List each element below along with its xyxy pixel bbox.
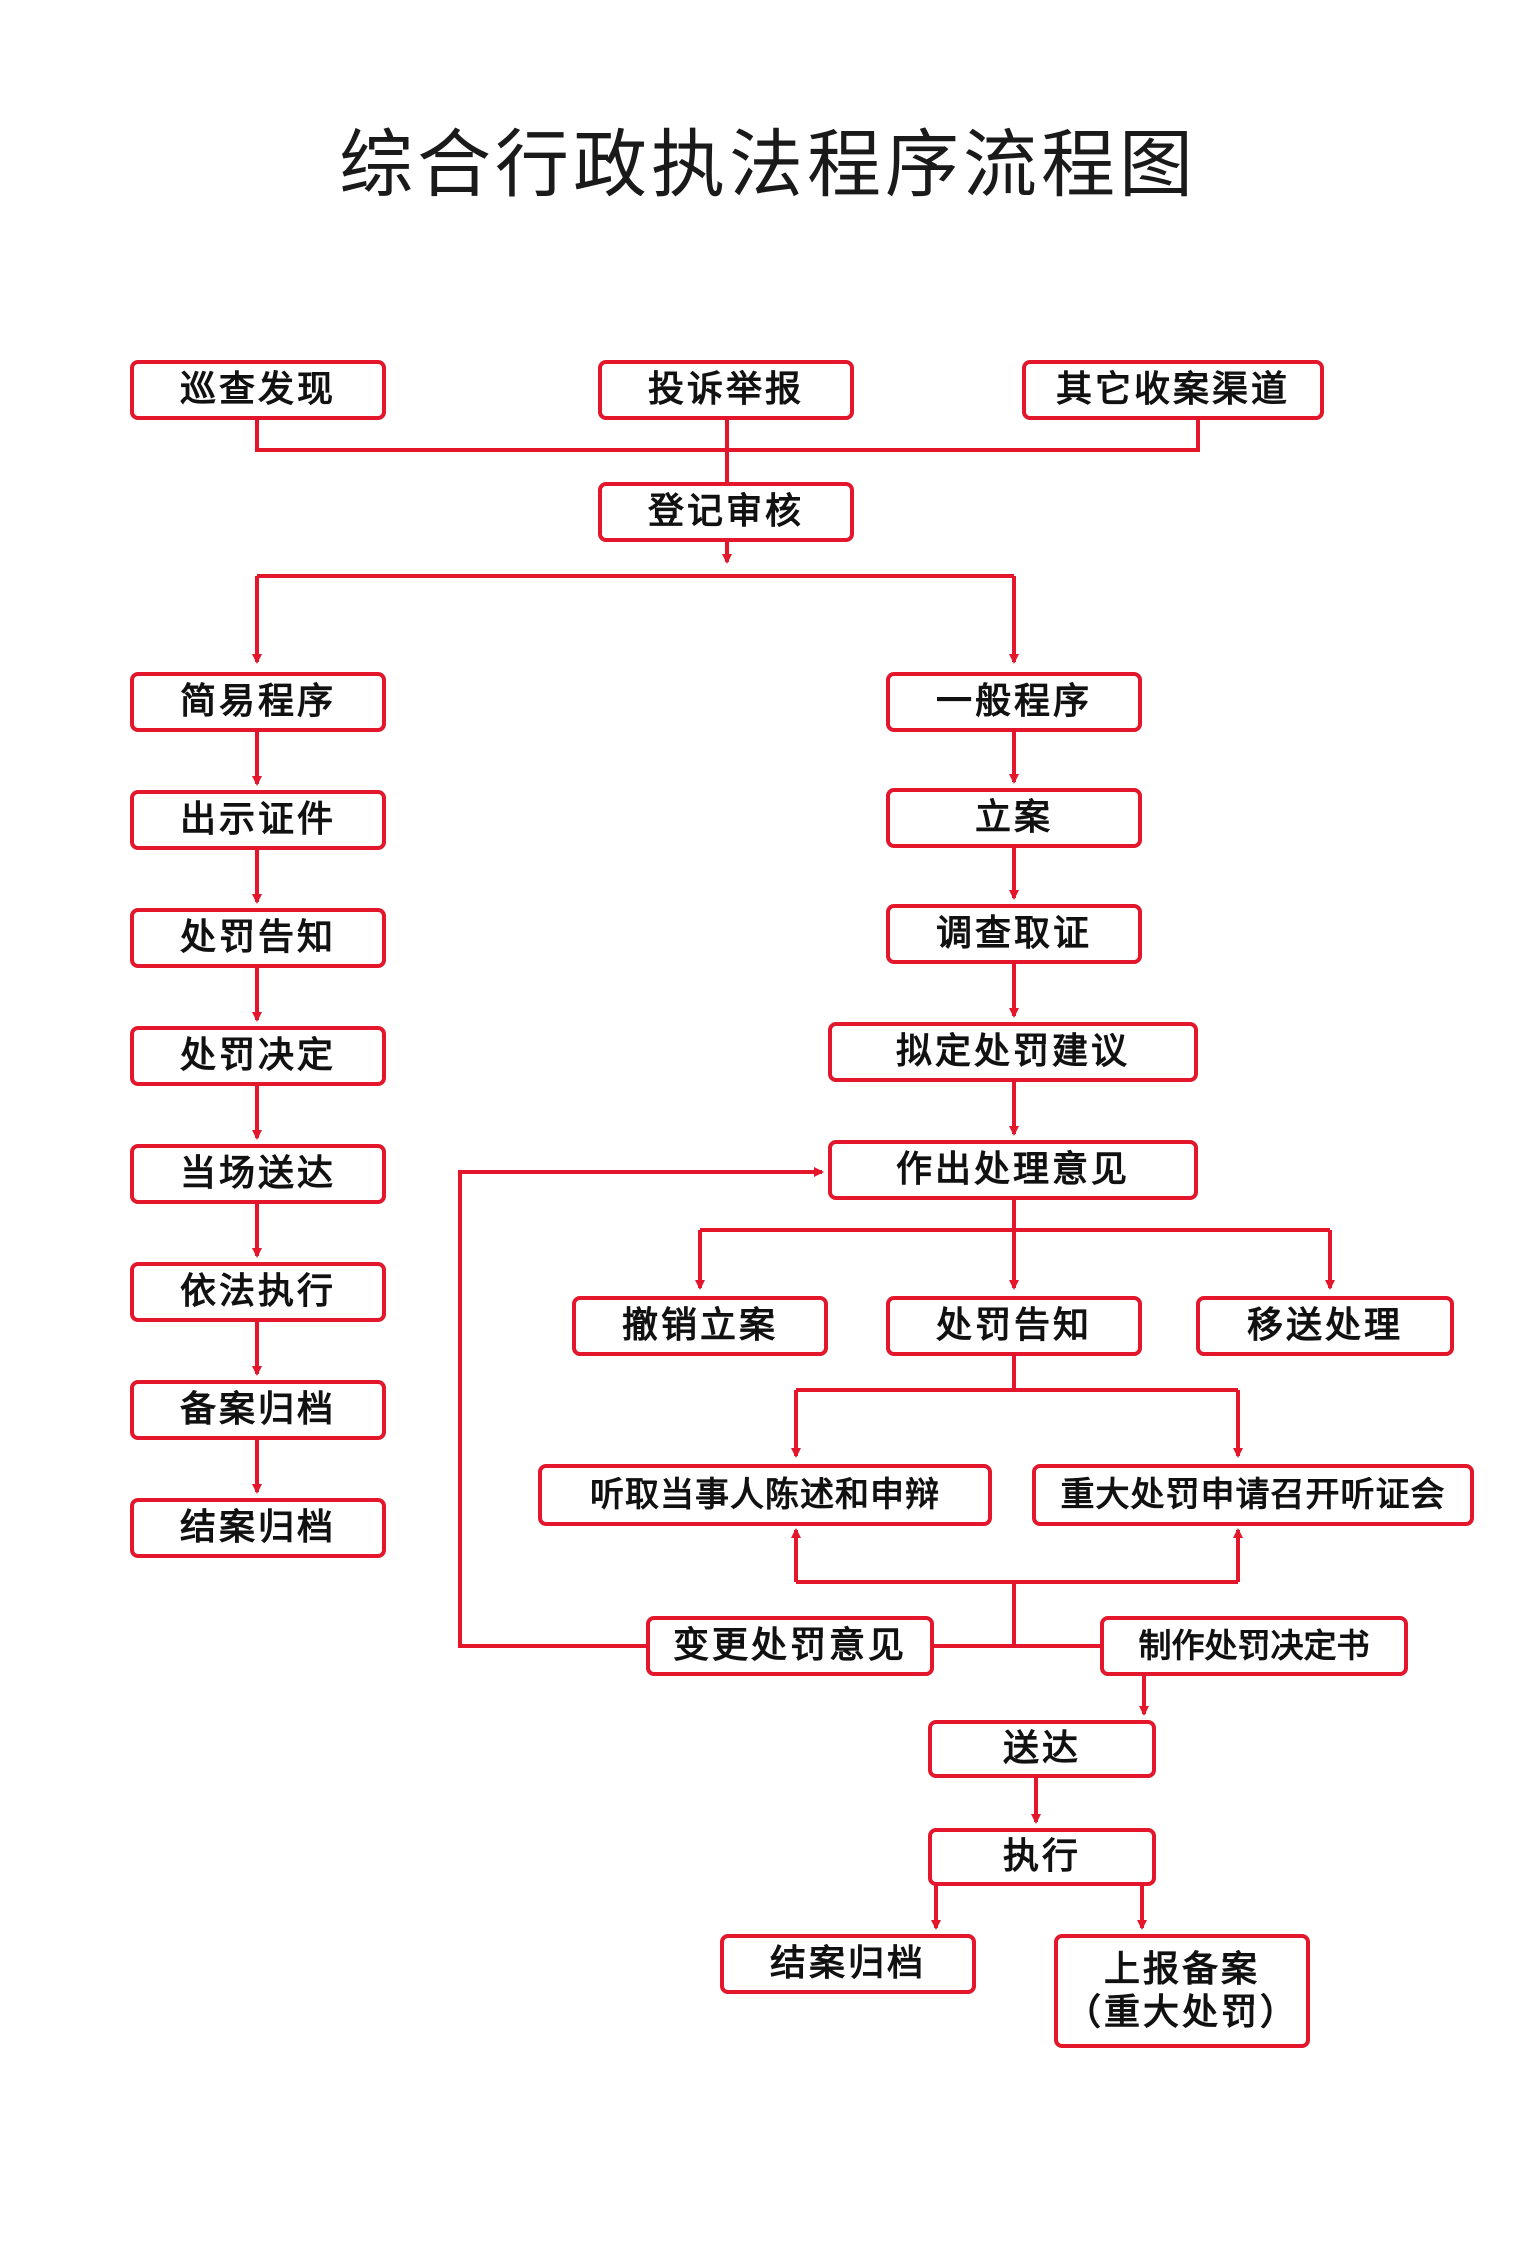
node-register: 登记审核 <box>598 482 854 542</box>
node-general-close: 结案归档 <box>720 1934 976 1994</box>
node-simple-decide: 处罚决定 <box>130 1026 386 1086</box>
node-general-notify: 处罚告知 <box>886 1296 1142 1356</box>
node-simple-show-id: 出示证件 <box>130 790 386 850</box>
node-general-revoke: 撤销立案 <box>572 1296 828 1356</box>
node-general-investigate: 调查取证 <box>886 904 1142 964</box>
node-simple-notify: 处罚告知 <box>130 908 386 968</box>
node-simple-execute: 依法执行 <box>130 1262 386 1322</box>
node-general-decision-doc: 制作处罚决定书 <box>1100 1616 1408 1676</box>
node-general-procedure: 一般程序 <box>886 672 1142 732</box>
node-general-hearing: 重大处罚申请召开听证会 <box>1032 1464 1474 1526</box>
node-simple-close: 结案归档 <box>130 1498 386 1558</box>
node-general-deliver: 送达 <box>928 1720 1156 1778</box>
node-complaint: 投诉举报 <box>598 360 854 420</box>
node-general-execute: 执行 <box>928 1828 1156 1886</box>
node-simple-file: 备案归档 <box>130 1380 386 1440</box>
node-general-statement: 听取当事人陈述和申辩 <box>538 1464 992 1526</box>
node-general-change-opinion: 变更处罚意见 <box>646 1616 934 1676</box>
feedback-loop-arrow <box>458 1167 824 1648</box>
node-general-opinion: 作出处理意见 <box>828 1140 1198 1200</box>
report-line-1: 上报备案 <box>1103 1948 1260 1990</box>
node-general-case-filing: 立案 <box>886 788 1142 848</box>
node-simple-procedure: 简易程序 <box>130 672 386 732</box>
node-general-transfer: 移送处理 <box>1196 1296 1454 1356</box>
node-simple-deliver: 当场送达 <box>130 1144 386 1204</box>
node-general-report: 上报备案 （重大处罚） <box>1054 1934 1310 2048</box>
report-line-2: （重大处罚） <box>1064 1992 1299 2033</box>
node-other-channels: 其它收案渠道 <box>1022 360 1324 420</box>
node-general-draft-proposal: 拟定处罚建议 <box>828 1022 1198 1082</box>
page-title: 综合行政执法程序流程图 <box>339 122 1197 208</box>
node-patrol: 巡查发现 <box>130 360 386 420</box>
